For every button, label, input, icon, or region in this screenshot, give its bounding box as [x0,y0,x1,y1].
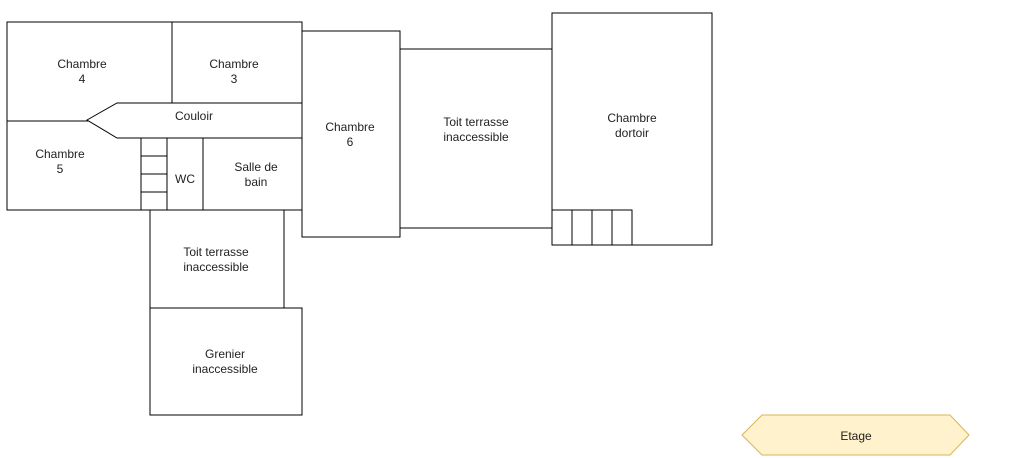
room-label: 6 [347,135,354,149]
room-grenier[interactable]: Grenier inaccessible [149,307,303,416]
room-label: Chambre [607,111,657,125]
room-label: Chambre [57,57,107,71]
room-label: Grenier [205,347,245,361]
room-salle-de-bain[interactable]: Salle de bain [202,137,303,211]
room-label: Chambre [209,57,259,71]
room-label: inaccessible [183,260,249,274]
room-label: inaccessible [192,362,258,376]
room-label: bain [245,175,268,189]
room-label: Toit terrasse [443,115,509,129]
legend-label: Etage [840,429,872,443]
room-label: Toit terrasse [183,245,249,259]
room-chambre-6[interactable]: Chambre 6 [301,30,401,238]
room-toit-terrasse-lower[interactable]: Toit terrasse inaccessible [149,209,285,309]
legend-etage[interactable]: Etage [741,414,970,456]
staircase-left [140,137,168,211]
room-chambre-dortoir[interactable]: Chambre dortoir [551,12,713,246]
room-label: Chambre [35,147,85,161]
room-toit-terrasse-upper[interactable]: Toit terrasse inaccessible [399,48,553,229]
room-chambre-4[interactable]: Chambre 4 [6,21,173,122]
room-chambre-3[interactable]: Chambre 3 [171,21,303,104]
room-label: dortoir [615,126,649,140]
room-wc[interactable]: WC [166,137,204,211]
room-couloir[interactable]: Couloir [86,102,303,139]
staircase-right [551,209,633,246]
room-label: inaccessible [443,130,509,144]
room-label: WC [175,172,195,186]
room-label: Chambre [325,120,375,134]
room-label: Couloir [175,109,213,123]
room-label: 4 [79,72,86,86]
room-label: Salle de [234,160,278,174]
room-label: 3 [231,72,238,86]
room-label: 5 [57,162,64,176]
